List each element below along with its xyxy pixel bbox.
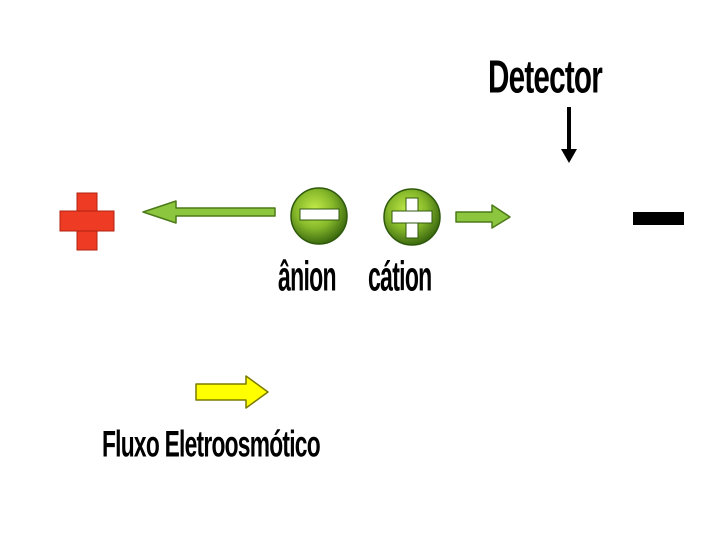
detector-label: Detector bbox=[488, 52, 603, 104]
detector-down-arrow bbox=[561, 107, 577, 163]
anion-sphere-icon bbox=[290, 187, 348, 245]
cation-migration-arrow bbox=[455, 204, 511, 229]
anion-label: ânion bbox=[278, 253, 337, 300]
cation-label: cátion bbox=[368, 253, 432, 300]
cathode-minus-icon bbox=[633, 212, 684, 225]
cation-sphere-icon bbox=[383, 188, 441, 246]
anode-plus-icon bbox=[59, 192, 115, 251]
anion-migration-arrow bbox=[142, 200, 276, 224]
electroosmotic-flow-label: Fluxo Eletroosmótico bbox=[102, 424, 321, 466]
electroosmotic-flow-arrow bbox=[195, 375, 269, 409]
